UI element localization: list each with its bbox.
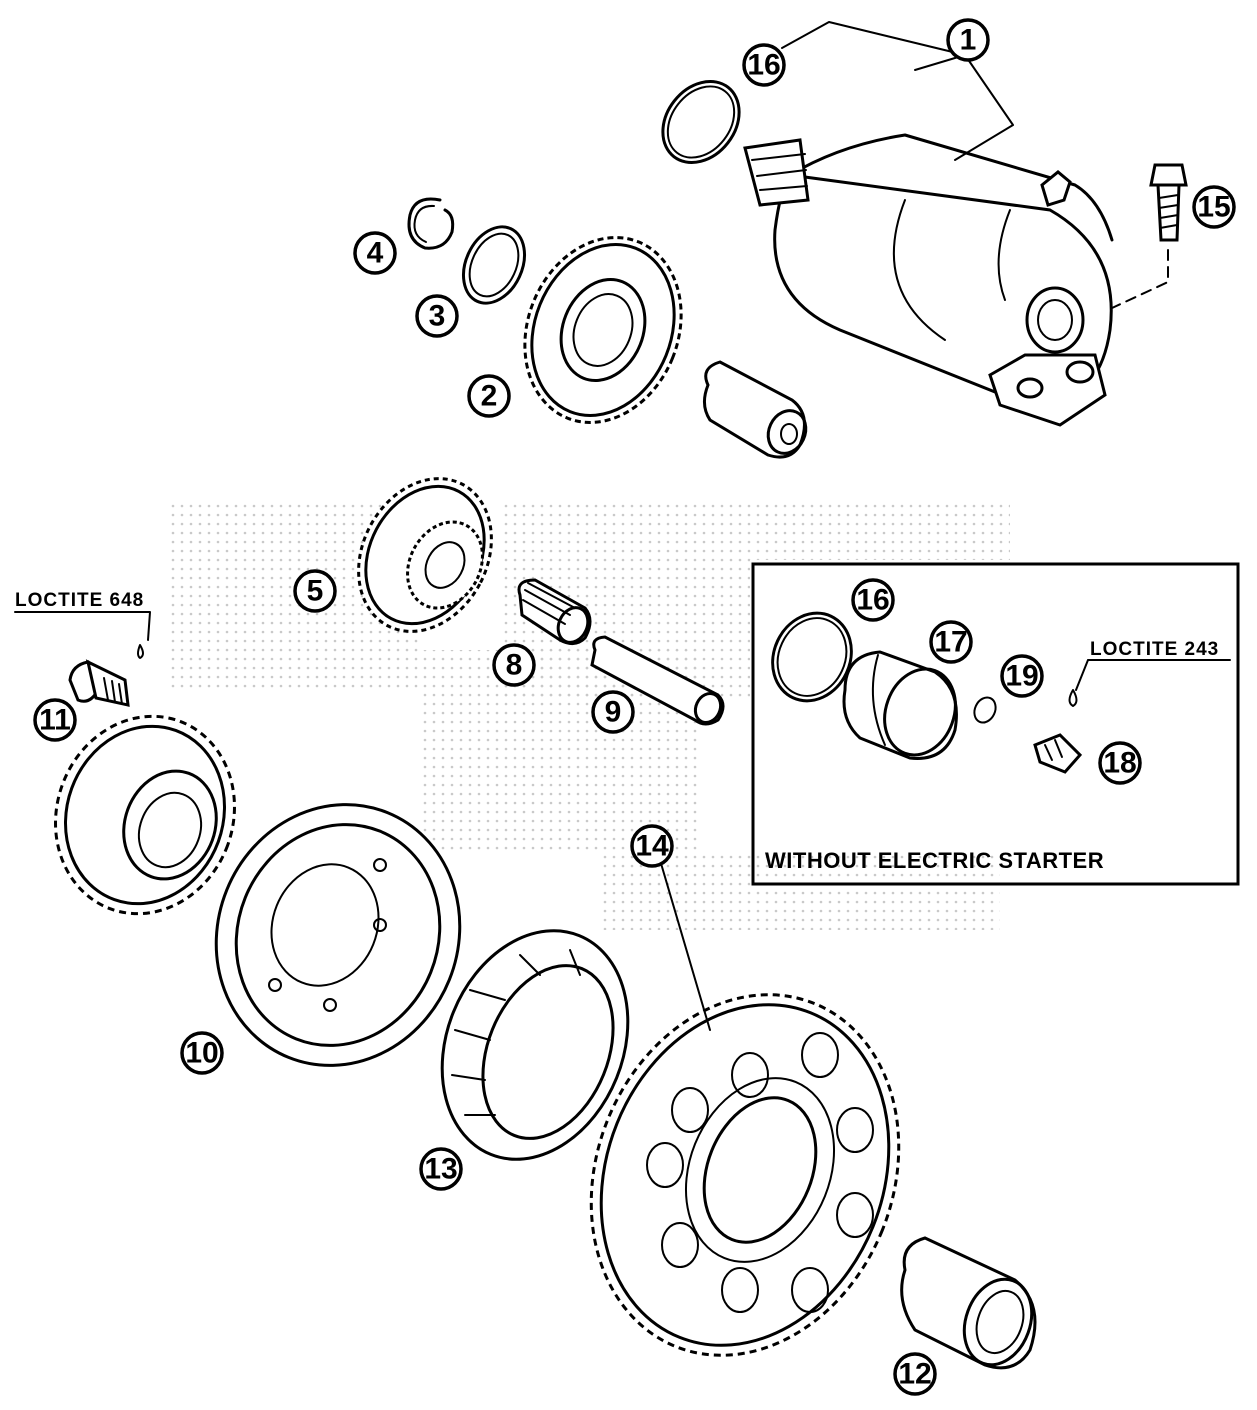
freewheel-housing-part-10 xyxy=(214,803,462,1067)
svg-text:9: 9 xyxy=(605,696,622,729)
circlip-part-4 xyxy=(407,197,455,250)
svg-text:15: 15 xyxy=(1197,191,1230,224)
svg-text:17: 17 xyxy=(934,626,967,659)
callout-5: 5 xyxy=(293,569,337,613)
svg-text:5: 5 xyxy=(307,575,324,608)
svg-text:1: 1 xyxy=(960,24,977,57)
callout-10: 10 xyxy=(180,1031,224,1075)
bolt-part-15 xyxy=(1111,163,1188,309)
callout-4: 4 xyxy=(353,231,397,275)
washer-part-3 xyxy=(462,225,526,305)
callout-14: 14 xyxy=(630,824,674,868)
svg-text:14: 14 xyxy=(635,830,669,863)
svg-text:4: 4 xyxy=(367,237,384,270)
callout-17: 17 xyxy=(929,620,973,664)
notes: LOCTITE 648 LOCTITE 243 WITHOUT ELECTRIC… xyxy=(15,590,1219,873)
callout-16-inset: 16 xyxy=(851,578,895,622)
shaft-part-9 xyxy=(590,635,725,726)
svg-text:3: 3 xyxy=(429,300,446,333)
starter-motor-part-1 xyxy=(743,133,1114,427)
callout-18: 18 xyxy=(1098,741,1142,785)
svg-text:10: 10 xyxy=(185,1037,218,1070)
watermark-pattern xyxy=(170,500,1010,930)
callout-9: 9 xyxy=(591,690,635,734)
needle-bearing-part-8 xyxy=(517,578,592,645)
leader-lines xyxy=(14,21,1231,1031)
svg-text:2: 2 xyxy=(481,380,498,413)
double-gear-part-5 xyxy=(357,477,493,633)
intermediate-gear-part-2 xyxy=(523,236,683,424)
o-ring-part-16 xyxy=(661,79,741,165)
svg-text:11: 11 xyxy=(39,704,71,737)
loctite-648-label: LOCTITE 648 xyxy=(15,590,144,611)
svg-text:16: 16 xyxy=(856,584,889,617)
callout-3: 3 xyxy=(415,294,459,338)
sprag-ring-part-13 xyxy=(440,929,630,1161)
starter-gear xyxy=(54,714,236,916)
callout-15: 15 xyxy=(1192,185,1236,229)
svg-text:16: 16 xyxy=(747,49,780,82)
callout-19: 19 xyxy=(1000,654,1044,698)
svg-text:13: 13 xyxy=(424,1153,457,1186)
callouts: 1 16 15 4 3 2 5 8 9 11 16 17 19 18 14 10… xyxy=(33,18,1236,1396)
callout-11: 11 xyxy=(33,698,77,742)
needle-bearing-part-12 xyxy=(900,1236,1037,1370)
inset-box xyxy=(751,562,1240,886)
callout-2: 2 xyxy=(467,374,511,418)
svg-text:8: 8 xyxy=(506,649,523,682)
loctite-243-label: LOCTITE 243 xyxy=(1090,639,1219,660)
callout-16: 16 xyxy=(742,43,786,87)
screw-part-11 xyxy=(68,644,144,707)
callout-1: 1 xyxy=(946,18,990,62)
svg-text:12: 12 xyxy=(898,1358,931,1391)
callout-12: 12 xyxy=(893,1352,937,1396)
large-gear-part-14 xyxy=(589,993,901,1357)
inset-caption: WITHOUT ELECTRIC STARTER xyxy=(765,848,1104,873)
bushing xyxy=(703,360,808,459)
callout-13: 13 xyxy=(419,1147,463,1191)
svg-text:19: 19 xyxy=(1005,660,1038,693)
callout-8: 8 xyxy=(492,643,536,687)
svg-text:18: 18 xyxy=(1103,747,1136,780)
